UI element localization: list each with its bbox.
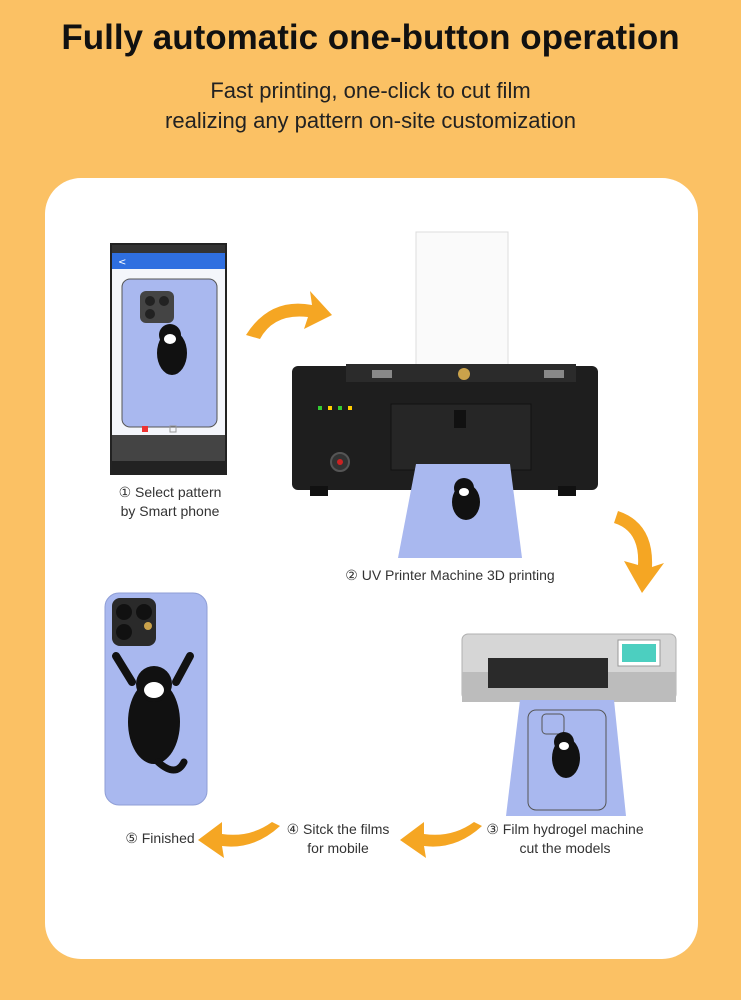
step1-label-line2: by Smart phone [120,503,220,519]
step3-label-line2: cut the models [519,840,611,856]
step4-label: ④ Sitck the films for mobile [278,820,398,858]
finished-phone-case [104,592,208,806]
curved-arrow-icon [198,818,282,862]
uv-printer-machine [286,228,616,558]
page-title: Fully automatic one-button operation [61,18,680,57]
step4-label-line2: for mobile [307,840,369,856]
step5-label: ⑤ Finished [125,830,195,846]
step3-label: ③ Film hydrogel machine cut the models [480,820,650,858]
smartphone-app-screenshot: < [110,243,227,475]
step3-label-line1: ③ Film hydrogel machine [486,821,644,837]
step4-label-line1: ④ Sitck the films [286,821,390,837]
step1-label-line1: ① Select pattern [118,484,222,500]
subtitle-line-2: realizing any pattern on-site customizat… [165,108,576,133]
curved-arrow-icon [240,283,335,343]
subtitle-line-1: Fast printing, one-click to cut film [210,78,531,103]
step2-label: ② UV Printer Machine 3D printing [345,567,555,583]
curved-arrow-icon [400,818,484,862]
film-cutter-machine [458,628,680,816]
step1-label: ① Select pattern by Smart phone [100,483,240,521]
svg-text:<: < [118,257,126,268]
curved-arrow-icon [610,505,672,595]
